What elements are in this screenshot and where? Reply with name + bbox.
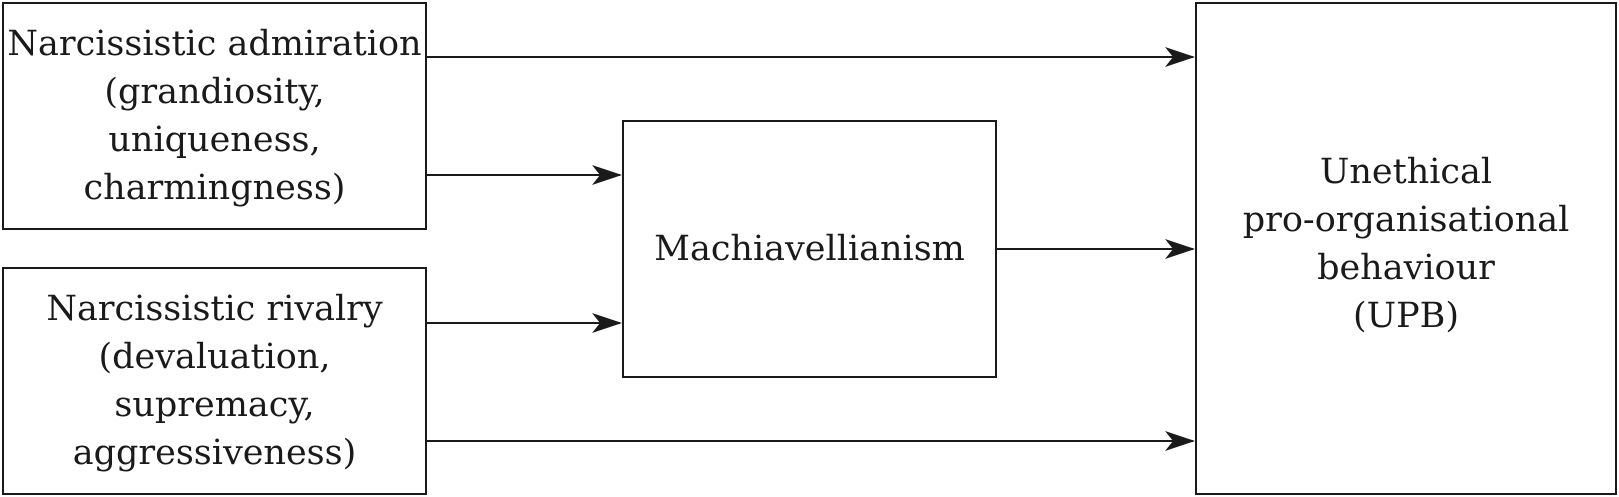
node-line: behaviour xyxy=(1317,247,1495,288)
node-line: Narcissistic rivalry xyxy=(46,289,383,329)
narcissistic-admiration-box: Narcissistic admiration (grandiosity, un… xyxy=(2,2,427,230)
node-line: (devaluation, xyxy=(98,337,331,377)
node-line: pro-organisational xyxy=(1242,199,1570,240)
node-line: (grandiosity, xyxy=(104,72,325,112)
node-line: Narcissistic admiration xyxy=(7,24,422,64)
machiavellianism-box: Machiavellianism xyxy=(622,120,997,378)
machiavellianism-text: Machiavellianism xyxy=(654,225,965,273)
upb-box: Unethical pro-organisational behaviour (… xyxy=(1195,2,1617,495)
node-line: (UPB) xyxy=(1352,295,1460,336)
narcissistic-admiration-text: Narcissistic admiration (grandiosity, un… xyxy=(7,20,421,212)
node-line: supremacy, xyxy=(114,385,315,425)
node-line: Unethical xyxy=(1319,151,1493,192)
narcissistic-rivalry-text: Narcissistic rivalry (devaluation, supre… xyxy=(46,285,382,477)
upb-text: Unethical pro-organisational behaviour (… xyxy=(1243,148,1570,340)
node-line: aggressiveness) xyxy=(72,433,357,473)
node-line: Machiavellianism xyxy=(654,229,965,269)
node-line: charmingness) xyxy=(83,168,346,208)
narcissistic-rivalry-box: Narcissistic rivalry (devaluation, supre… xyxy=(2,267,427,495)
node-line: uniqueness, xyxy=(108,120,321,160)
